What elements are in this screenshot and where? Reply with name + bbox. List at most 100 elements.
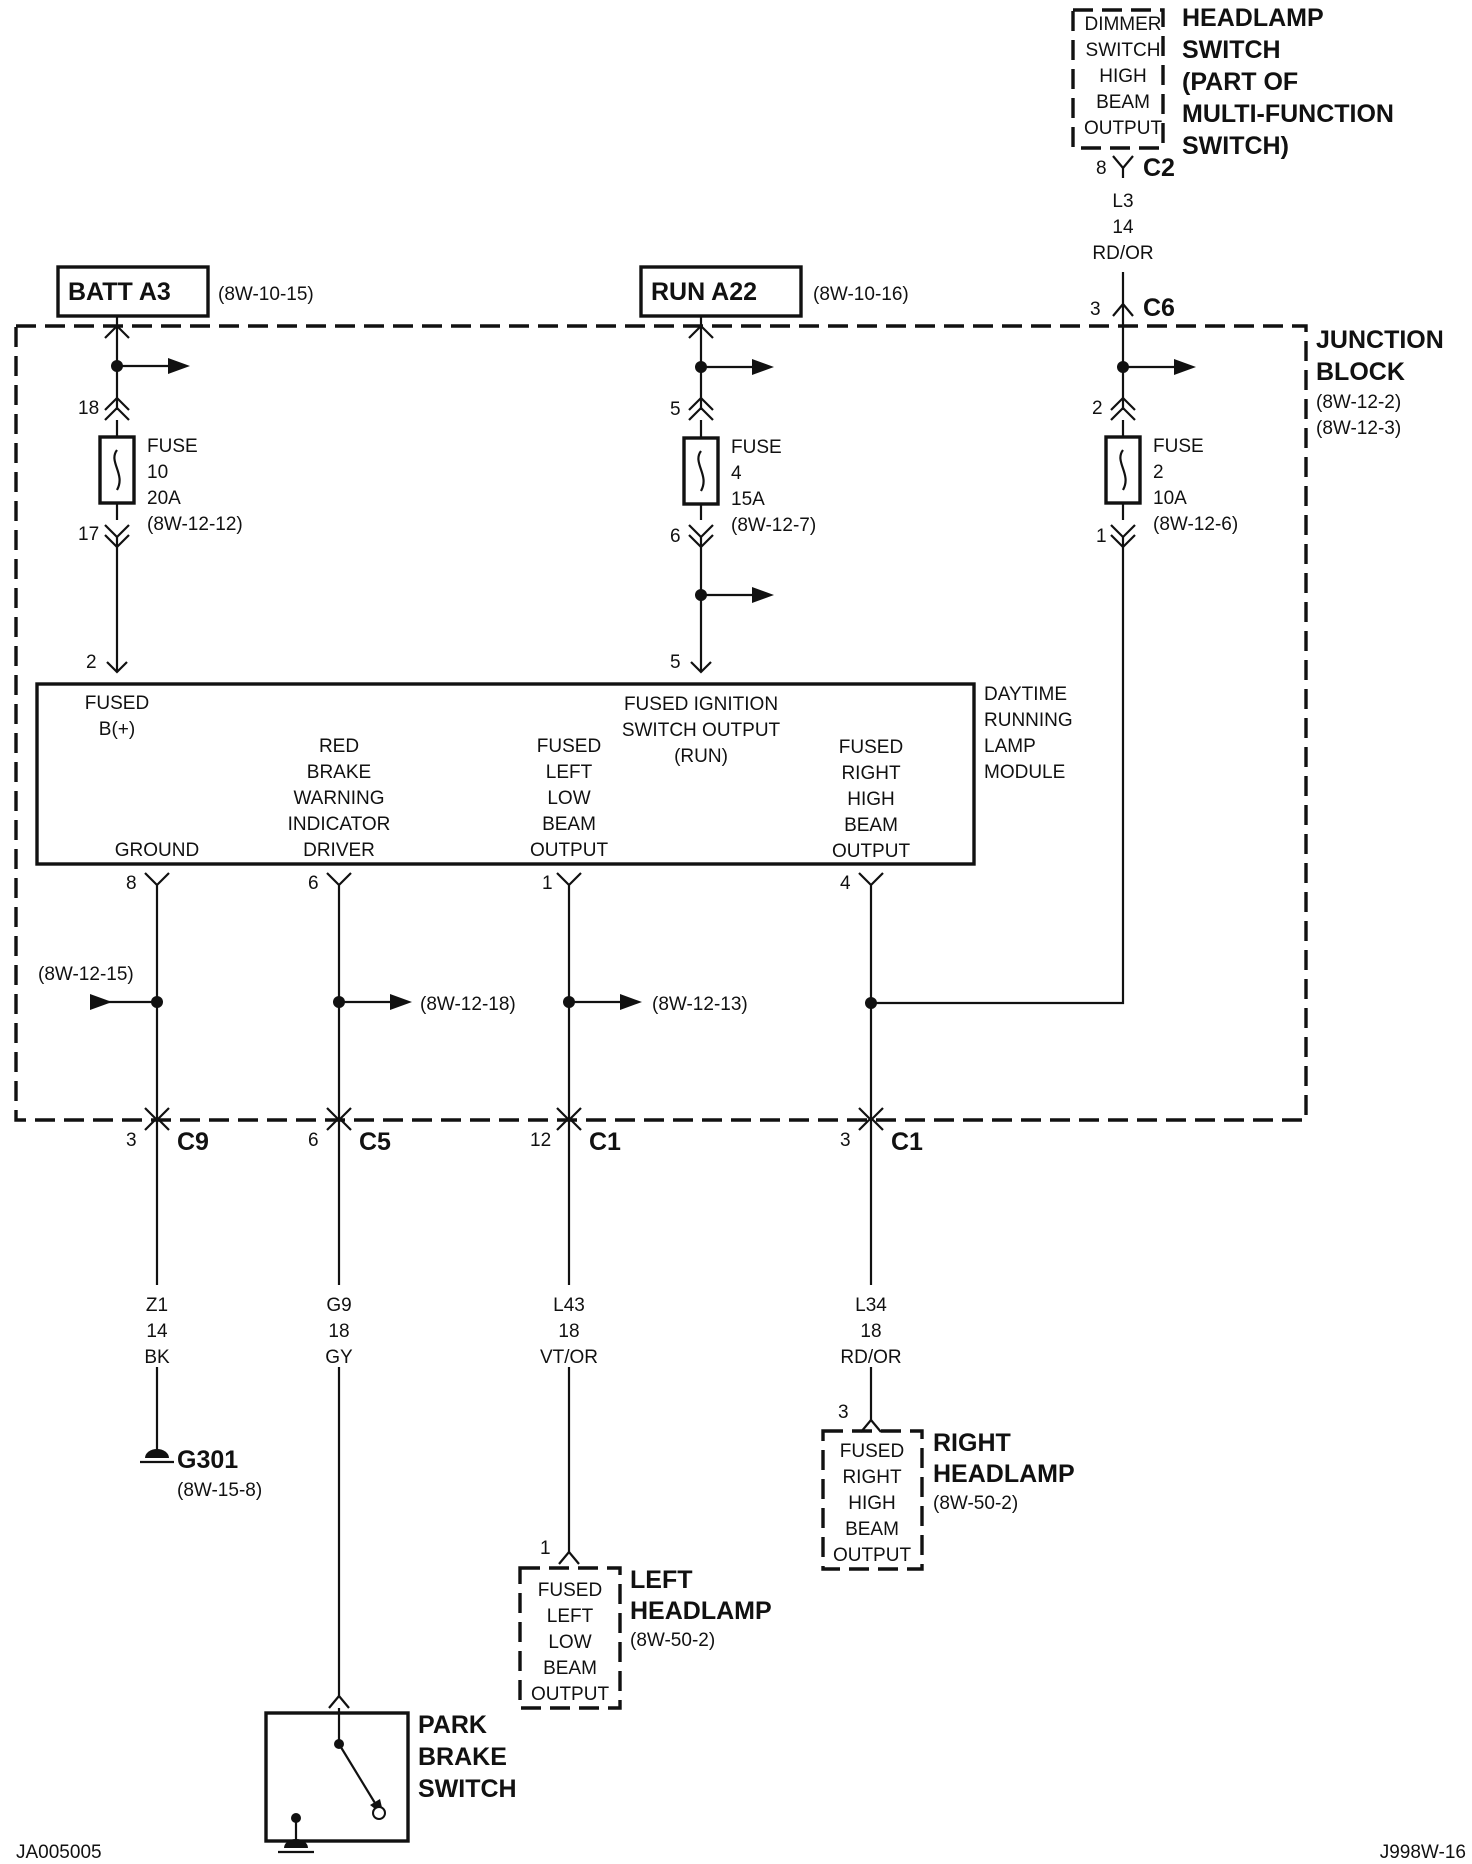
- left-headlamp-inner: OUTPUT: [531, 1684, 610, 1705]
- wire-l43-code: L43: [553, 1295, 585, 1316]
- left-headlamp-title: HEADLAMP: [630, 1597, 772, 1625]
- wire-l34-code: L34: [855, 1295, 887, 1316]
- module-pin-fused-b: 2: [86, 652, 97, 673]
- right-headlamp-inner: OUTPUT: [833, 1545, 912, 1566]
- wire-g9-code: G9: [326, 1295, 351, 1316]
- left-output-label: LEFT: [546, 762, 593, 783]
- run-a22-ref: (8W-10-16): [813, 284, 909, 305]
- left-ref: (8W-12-13): [652, 994, 748, 1015]
- footer-right-code: J998W-16: [1380, 1842, 1466, 1863]
- right-headlamp-inner: RIGHT: [842, 1467, 902, 1488]
- module-pin-ignition: 5: [670, 652, 681, 673]
- l3-wire-gauge: 14: [1112, 217, 1134, 238]
- right-output-label: BEAM: [844, 815, 898, 836]
- headlamp-switch-title: SWITCH: [1182, 36, 1281, 64]
- fuse-10-label: 10: [147, 462, 168, 483]
- junction-block-label: BLOCK: [1316, 358, 1405, 386]
- c1-left-connector: C1: [589, 1128, 621, 1156]
- dimmer-switch-text: OUTPUT: [1084, 118, 1163, 139]
- l3-wire-code: L3: [1112, 191, 1133, 212]
- c9-pin: 3: [126, 1130, 137, 1151]
- footer-left-code: JA005005: [16, 1842, 102, 1863]
- drl-module-box: [35, 682, 976, 866]
- ground-ref: (8W-12-15): [38, 964, 134, 985]
- brake-ref: (8W-12-18): [420, 994, 516, 1015]
- fuse-10-top-pin: 18: [78, 398, 99, 419]
- c9-connector: C9: [177, 1128, 209, 1156]
- right-headlamp-inner: HIGH: [848, 1493, 896, 1514]
- junction-block-ref: (8W-12-3): [1316, 418, 1401, 439]
- fused-b-label: FUSED: [85, 693, 149, 714]
- c5-connector: C5: [359, 1128, 391, 1156]
- wire-z1-gauge: 14: [146, 1321, 168, 1342]
- wire-l34-gauge: 18: [860, 1321, 881, 1342]
- left-headlamp-ref: (8W-50-2): [630, 1630, 715, 1651]
- fuse-4-label: 4: [731, 463, 742, 484]
- drl-module-name: MODULE: [984, 762, 1065, 783]
- right-headlamp-ref: (8W-50-2): [933, 1493, 1018, 1514]
- dimmer-switch-text: SWITCH: [1086, 40, 1161, 61]
- fuse-4-label: FUSE: [731, 437, 782, 458]
- c2-connector: C2: [1143, 154, 1175, 182]
- fuse-10-bottom-pin: 17: [78, 524, 99, 545]
- c5-pin: 6: [308, 1130, 319, 1151]
- right-headlamp-title: RIGHT: [933, 1429, 1011, 1457]
- run-a22-label: RUN A22: [651, 278, 757, 306]
- left-headlamp-inner: LOW: [548, 1632, 591, 1653]
- c1-right-pin: 3: [840, 1130, 851, 1151]
- fuse-4-bottom-pin: 6: [670, 526, 681, 547]
- left-output-label: FUSED: [537, 736, 601, 757]
- l3-wire-color: RD/OR: [1092, 243, 1153, 264]
- headlamp-switch-title: (PART OF: [1182, 68, 1298, 96]
- brake-driver-label: RED: [319, 736, 359, 757]
- c1-left-pin: 12: [530, 1130, 551, 1151]
- fuse-2-label: 10A: [1153, 488, 1187, 509]
- wire-z1-code: Z1: [146, 1295, 168, 1316]
- dimmer-switch-text: HIGH: [1099, 66, 1147, 87]
- drl-module-name: RUNNING: [984, 710, 1073, 731]
- g301-ref: (8W-15-8): [177, 1480, 262, 1501]
- wire-l43-color: VT/OR: [540, 1347, 598, 1368]
- right-headlamp-pin: 3: [838, 1402, 849, 1423]
- wire-l43-gauge: 18: [558, 1321, 579, 1342]
- module-pin-brake: 6: [308, 873, 319, 894]
- left-headlamp-inner: LEFT: [547, 1606, 594, 1627]
- c1-right-connector: C1: [891, 1128, 923, 1156]
- c6-pin: 3: [1090, 299, 1101, 320]
- left-headlamp-title: LEFT: [630, 1566, 693, 1594]
- left-headlamp-pin: 1: [540, 1538, 551, 1559]
- park-brake-title: SWITCH: [418, 1775, 517, 1803]
- brake-driver-label: DRIVER: [303, 840, 375, 861]
- wire-g9-color: GY: [325, 1347, 353, 1368]
- right-headlamp-inner: BEAM: [845, 1519, 899, 1540]
- fused-ign-label: SWITCH OUTPUT: [622, 720, 781, 741]
- park-brake-title: BRAKE: [418, 1743, 507, 1771]
- c6-connector: C6: [1143, 294, 1175, 322]
- fused-b-label: B(+): [99, 719, 135, 740]
- batt-a3-ref: (8W-10-15): [218, 284, 314, 305]
- headlamp-switch-title: MULTI-FUNCTION: [1182, 100, 1394, 128]
- brake-driver-label: BRAKE: [307, 762, 371, 783]
- fuse-10-label: (8W-12-12): [147, 514, 243, 535]
- fuse-2-bottom-pin: 1: [1096, 526, 1107, 547]
- left-output-label: LOW: [547, 788, 590, 809]
- wire-g9-gauge: 18: [328, 1321, 349, 1342]
- park-brake-title: PARK: [418, 1711, 487, 1739]
- dimmer-switch-text: BEAM: [1096, 92, 1150, 113]
- fuse-2-label: FUSE: [1153, 436, 1204, 457]
- dimmer-switch-text: DIMMER: [1084, 14, 1161, 35]
- left-headlamp-inner: FUSED: [538, 1580, 602, 1601]
- brake-driver-label: INDICATOR: [288, 814, 391, 835]
- fuse-4-label: 15A: [731, 489, 765, 510]
- fuse-4-label: (8W-12-7): [731, 515, 816, 536]
- brake-driver-label: WARNING: [293, 788, 384, 809]
- park-brake-switch-box: [264, 1711, 410, 1843]
- ground-icon: [145, 1449, 169, 1458]
- g301-label: G301: [177, 1446, 238, 1474]
- wire-l34-color: RD/OR: [840, 1347, 901, 1368]
- junction-block-outline: [14, 324, 1308, 1122]
- junction-block-label: JUNCTION: [1316, 326, 1444, 354]
- fuse-10-label: 20A: [147, 488, 181, 509]
- wire-z1-color: BK: [144, 1347, 170, 1368]
- left-output-label: BEAM: [542, 814, 596, 835]
